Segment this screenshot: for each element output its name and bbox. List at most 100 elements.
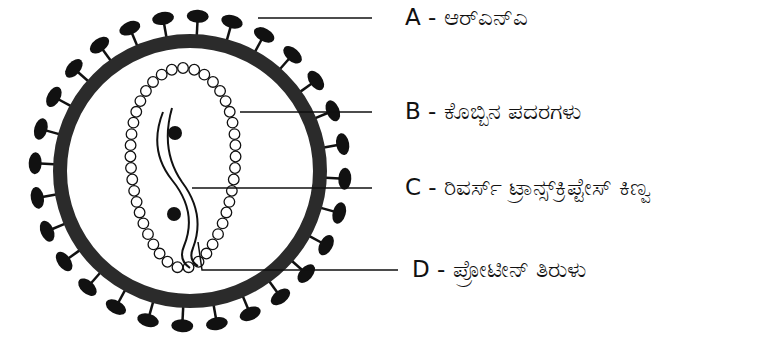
spike-stem [292, 261, 302, 270]
spike-head [323, 98, 344, 123]
spike-stem [164, 23, 166, 37]
capsid-bead [129, 186, 140, 197]
part-label: C - ರಿವರ್ಸ್ ಟ್ರಾನ್ಸ್‌ಕ್ರಿಪ್ಟೇಸ್ ಕಿಣ್ವ [405, 174, 650, 202]
capsid-beads [125, 63, 241, 273]
capsid-bead [166, 64, 177, 75]
spike-stem [58, 99, 70, 106]
capsid-bead [227, 186, 238, 197]
spike-stem [326, 177, 340, 180]
spike-head [37, 219, 58, 244]
enzyme-dot [167, 207, 181, 221]
spike-head [87, 33, 112, 56]
spike-stem [196, 21, 199, 35]
spike-stem [321, 208, 334, 212]
capsid-bead [227, 117, 238, 128]
spike-stem [40, 162, 54, 165]
capsid-bead [229, 129, 240, 140]
spike-stem [91, 273, 100, 283]
spike-head [136, 311, 161, 329]
spike-head [304, 68, 327, 93]
capsid-bead [154, 248, 165, 259]
capsid-bead [217, 218, 228, 229]
capsid-bead [208, 77, 219, 88]
capsid-bead [215, 86, 226, 97]
capsid-bead [199, 69, 210, 80]
part-label: D - ಪ್ರೋಟೀನ್ ತಿರುಳು [412, 256, 586, 284]
capsid-bead [126, 129, 137, 140]
capsid-bead [224, 106, 235, 117]
spike-stem [52, 224, 65, 229]
capsid-bead [148, 239, 159, 250]
spike-head [52, 249, 75, 274]
capsid-bead [127, 174, 138, 185]
spike-stem [68, 250, 79, 258]
capsid-bead [193, 256, 204, 267]
capsid-bead [131, 106, 142, 117]
spike-stem [102, 49, 110, 60]
capsid-bead [189, 64, 200, 75]
spike-head [186, 9, 209, 23]
spike-stem [255, 39, 262, 51]
part-label: B - ಕೊಬ್ಬಿನ ಪದರಗಳು [405, 98, 581, 126]
capsid-bead [162, 256, 173, 267]
capsid-bead [172, 262, 183, 273]
spike-head [62, 56, 86, 81]
spike-head [171, 319, 194, 333]
capsid-bead [230, 140, 241, 151]
spike-head [330, 201, 348, 226]
spike-head [205, 315, 229, 332]
capsid-bead [228, 174, 239, 185]
leader-line [258, 17, 372, 19]
spike-head [315, 232, 337, 258]
spike-head [75, 275, 100, 299]
envelope-spikes [28, 9, 352, 333]
rna-strand [157, 112, 190, 268]
capsid-bead [224, 197, 235, 208]
capsid-bead [131, 197, 142, 208]
spike-stem [300, 83, 311, 91]
spike-head [238, 304, 263, 325]
spike-head [29, 186, 46, 210]
spike-stem [118, 290, 125, 302]
capsid-bead [220, 96, 231, 107]
spike-stem [269, 281, 277, 292]
spike-head [294, 261, 318, 286]
spike-stem [78, 72, 88, 81]
spike-head [32, 117, 50, 142]
capsid-bead [213, 229, 224, 240]
spike-stem [315, 113, 328, 118]
part-label: A - ಆರ್‌ಎನ್‌ಎ [405, 4, 528, 32]
spike-head [280, 43, 305, 67]
leader-line [240, 111, 372, 113]
spike-head [103, 296, 129, 318]
spike-stem [324, 145, 338, 147]
spike-head [338, 167, 352, 190]
spike-head [334, 132, 351, 156]
leader-line [192, 187, 372, 189]
spike-head [268, 285, 293, 308]
capsid-bead [178, 63, 189, 74]
capsid-bead [143, 229, 154, 240]
spike-stem [227, 27, 231, 40]
capsid-bead [201, 248, 212, 259]
spike-stem [309, 236, 321, 243]
capsid-bead [128, 117, 139, 128]
spike-stem [42, 195, 56, 197]
spike-head [28, 152, 42, 175]
capsid-bead [141, 86, 152, 97]
spike-stem [243, 296, 248, 309]
capsid-bead [148, 77, 159, 88]
capsid-bead [135, 96, 146, 107]
spike-stem [280, 59, 289, 69]
capsid-bead [230, 163, 241, 174]
envelope-ring [60, 41, 320, 301]
capsid-bead [156, 69, 167, 80]
capsid-bead [134, 207, 145, 218]
capsid-bead [230, 151, 241, 162]
leader-line [198, 242, 398, 270]
rna-strand [168, 108, 198, 266]
spike-head [117, 18, 142, 39]
spike-stem [46, 130, 59, 134]
capsid-bead [125, 140, 136, 151]
